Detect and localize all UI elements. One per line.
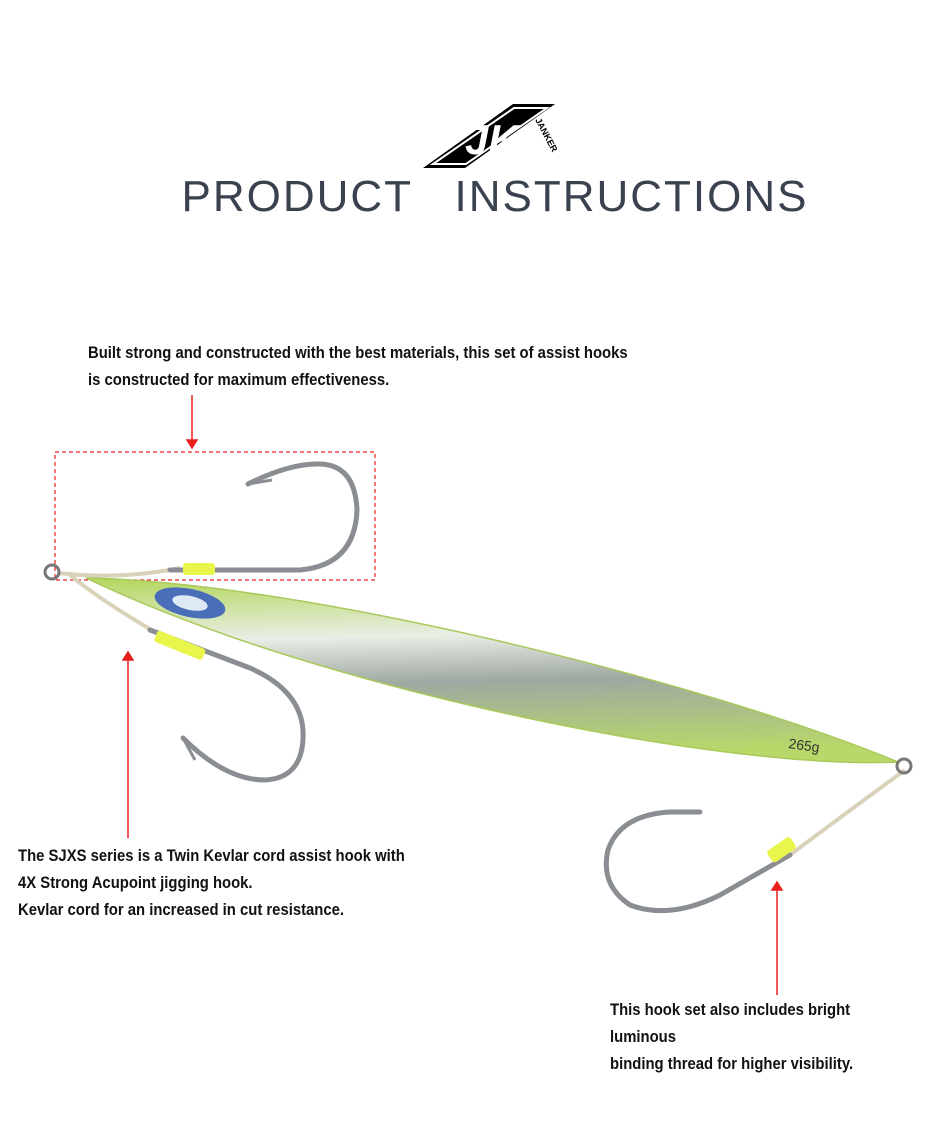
page-title: PRODUCT INSTRUCTIONS — [0, 172, 950, 222]
note-line: 4X Strong Acupoint jigging hook. — [18, 874, 253, 892]
luminous-thread-rear — [767, 837, 796, 863]
assist-hook-left — [147, 627, 306, 783]
note-line: This hook set also includes bright lumin… — [610, 1001, 851, 1046]
luminous-thread-left — [154, 630, 206, 660]
note-line: Built strong and constructed with the be… — [88, 344, 628, 362]
split-ring-rear — [895, 757, 913, 775]
svg-text:JK: JK — [465, 116, 521, 163]
title-product: PRODUCT — [181, 172, 413, 221]
note-line: The SJXS series is a Twin Kevlar cord as… — [18, 847, 405, 865]
janker-logo: JK JANKER — [423, 102, 560, 175]
note-kevlar-cord: The SJXS series is a Twin Kevlar cord as… — [18, 843, 405, 924]
kevlar-cord-bottom — [68, 573, 162, 637]
note-assist-hooks: Built strong and constructed with the be… — [88, 340, 628, 394]
split-ring-front — [43, 563, 61, 581]
note-luminous-thread: This hook set also includes bright lumin… — [610, 997, 916, 1078]
note-line: binding thread for higher visibility. — [610, 1055, 854, 1073]
kevlar-cord-tail — [788, 768, 907, 857]
weight-label: 265g — [788, 735, 821, 755]
note-line: Kevlar cord for an increased in cut resi… — [18, 901, 345, 919]
assist-hook-rear — [603, 809, 793, 914]
callout-arrows — [121, 395, 784, 995]
kevlar-cord-top — [57, 566, 181, 578]
title-instructions: INSTRUCTIONS — [454, 172, 809, 221]
luminous-thread-top — [183, 563, 215, 575]
note-line: is constructed for maximum effectiveness… — [88, 371, 390, 389]
assist-hook-top — [167, 461, 360, 573]
